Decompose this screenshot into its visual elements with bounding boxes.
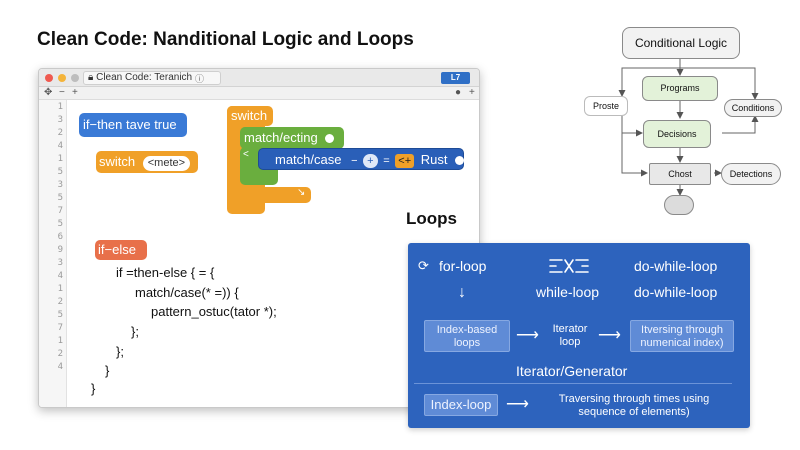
maximize-window-button[interactable] (71, 74, 79, 82)
code-line-6[interactable]: } (105, 363, 110, 378)
code-editor-window: 🔒︎ Clean Code: Teranich ⓘ L7 ✥ − + ● + 1… (38, 68, 480, 408)
line-number: 5 (57, 167, 63, 177)
line-number: 1 (57, 336, 63, 346)
switch-slot[interactable]: <mete> (142, 156, 191, 171)
flow-node-detections[interactable]: Detections (721, 163, 781, 185)
flow-node-conditional-logic[interactable]: Conditional Logic (622, 27, 740, 59)
loops-heading: Loops (406, 209, 457, 228)
line-number: 5 (57, 193, 63, 203)
arrow-icon: ↘ (297, 187, 306, 198)
line-number: 5 (57, 219, 63, 229)
line-number: 3 (57, 258, 63, 268)
divider (414, 383, 732, 384)
do-while-label-2: do-while-loop (634, 284, 718, 300)
line-number: 3 (57, 180, 63, 190)
index-based-box[interactable]: Index-based loops (424, 320, 510, 352)
if-else-block[interactable]: if−else (95, 240, 147, 260)
match-case-block[interactable]: match/case − + = <+ Rust (258, 148, 465, 170)
line-number: 2 (57, 128, 63, 138)
if-then-label: if−then tave true (83, 117, 177, 132)
line-number: 7 (57, 323, 63, 333)
match-ecting-block[interactable]: match/ecting (240, 127, 344, 149)
switch-label: switch (99, 154, 136, 169)
line-number: 7 (57, 206, 63, 216)
switch-big-label: switch (231, 108, 268, 123)
line-number: 3 (57, 115, 63, 125)
toggle-dot-icon[interactable] (325, 134, 335, 143)
flow-node-chost[interactable]: Chost (649, 163, 711, 185)
add-tab-icon[interactable]: + (469, 87, 475, 98)
line-number: 4 (57, 271, 63, 281)
op-eq[interactable]: = (383, 155, 390, 167)
flow-node-programs[interactable]: Programs (642, 76, 718, 101)
toggle-dot-icon[interactable] (455, 156, 465, 165)
loop-chain-icon (549, 259, 589, 273)
op-plus[interactable]: + (363, 154, 378, 168)
switch-block-foot: ↘ (227, 187, 311, 203)
line-number: 6 (57, 232, 63, 242)
code-line-1[interactable]: if =then-else { = { (116, 265, 215, 280)
down-arrow-icon: ↓ (458, 284, 466, 301)
match-case-label: match/case (275, 152, 342, 167)
right-arrow-icon: ⟶ (506, 396, 529, 413)
line-number: 4 (57, 362, 63, 372)
op-minus[interactable]: − (351, 155, 358, 167)
do-while-label-1: do-while-loop (634, 258, 718, 274)
iterator-loop-label: Iterator loop (552, 323, 588, 348)
minimize-window-button[interactable] (58, 74, 66, 82)
code-line-7[interactable]: } (91, 381, 96, 396)
page-title: Clean Code: Nanditional Logic and Loops (37, 29, 414, 50)
line-number: 5 (57, 310, 63, 320)
flow-node-conditions[interactable]: Conditions (724, 99, 782, 117)
line-number: 9 (57, 245, 63, 255)
flow-node-proste[interactable]: Proste (584, 96, 628, 116)
code-line-4[interactable]: }; (131, 324, 139, 339)
line-number: 2 (57, 297, 63, 307)
line-number: 1 (57, 284, 63, 294)
op-arrow[interactable]: <+ (395, 154, 415, 168)
line-number: 4 (57, 141, 63, 151)
flow-node-end[interactable] (664, 195, 694, 215)
line-number: 2 (57, 349, 63, 359)
tab-label: Clean Code: Teranich (96, 72, 193, 83)
line-number-gutter: 1 3 2 4 1 5 3 5 7 5 6 9 3 4 1 2 5 7 1 2 4 (39, 100, 67, 407)
add-icon[interactable]: + (72, 87, 78, 98)
for-loop-label: for-loop (439, 258, 487, 274)
lock-icon: 🔒︎ (88, 72, 94, 83)
switch-block-small[interactable]: switch <mete> (96, 151, 198, 173)
code-line-5[interactable]: }; (116, 344, 124, 359)
switch-block[interactable]: switch (227, 106, 273, 126)
flowchart-connectors (618, 58, 759, 196)
rust-label: Rust (420, 152, 448, 167)
index-loop-box[interactable]: Index-loop (424, 394, 498, 416)
match-ecting-label: match/ecting (244, 130, 318, 145)
traversing-index-box[interactable]: Itversing through numenical index) (630, 320, 734, 352)
loops-panel: ⟳ for-loop do-while-loop ↓ while-loop do… (408, 243, 750, 428)
minus-icon[interactable]: − (59, 87, 65, 98)
options-icon[interactable]: ● (455, 87, 462, 98)
while-loop-label: while-loop (536, 284, 600, 300)
move-icon[interactable]: ✥ (44, 87, 53, 98)
info-icon[interactable]: ⓘ (195, 74, 205, 84)
code-line-2[interactable]: match/case(* =)) { (135, 285, 239, 300)
code-line-3[interactable]: pattern_ostuc(tator *); (151, 304, 277, 319)
if-then-block[interactable]: if−then tave true (79, 113, 187, 137)
traversing-times-label: Traversing through times using sequence … (558, 393, 710, 418)
chevron-left-icon: < (243, 149, 249, 160)
if-else-label: if−else (98, 242, 136, 257)
editor-tab[interactable]: 🔒︎ Clean Code: Teranich (83, 71, 221, 85)
right-arrow-icon: ⟶ (598, 327, 621, 344)
window-titlebar: 🔒︎ Clean Code: Teranich ⓘ L7 (39, 69, 479, 87)
editor-toolbar: ✥ − + ● + (39, 87, 479, 100)
right-arrow-icon: ⟶ (516, 327, 539, 344)
iterator-generator-label: Iterator/Generator (516, 363, 628, 379)
flow-node-decisions[interactable]: Decisions (643, 120, 711, 148)
close-window-button[interactable] (45, 74, 53, 82)
line-number: 1 (57, 102, 63, 112)
status-badge[interactable]: L7 (441, 72, 470, 84)
line-number: 1 (57, 154, 63, 164)
refresh-icon: ⟳ (418, 258, 429, 273)
